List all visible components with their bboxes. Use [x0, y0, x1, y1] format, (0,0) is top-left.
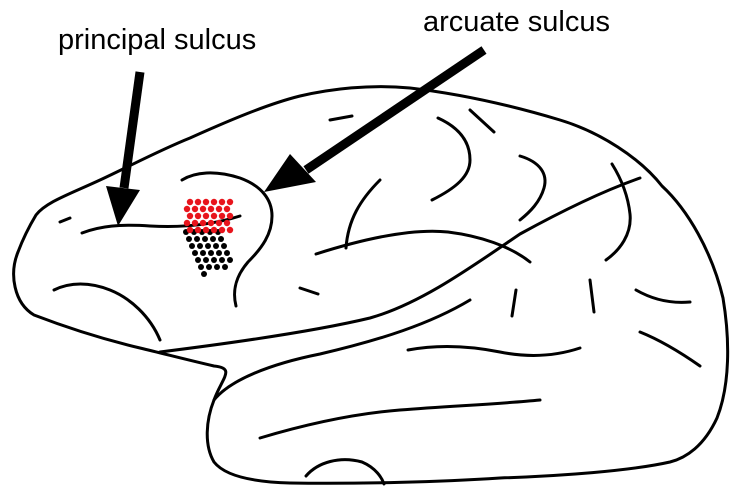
recording-site-black: [205, 243, 211, 249]
central-sulcus: [432, 118, 470, 200]
cortex-outline: [14, 87, 728, 484]
recording-site-black: [221, 243, 227, 249]
recording-site-black: [198, 264, 204, 270]
occipital-sulcus: [636, 290, 690, 302]
principal-sulcus-label: principal sulcus: [58, 26, 256, 55]
lunate-sulcus: [606, 164, 630, 260]
temporal-lobe-boundary: [214, 300, 470, 400]
recording-site-red: [200, 206, 206, 212]
recording-site-black: [194, 236, 200, 242]
recording-site-red: [203, 213, 209, 219]
orbital-sulcus: [54, 284, 160, 340]
recording-site-black: [192, 250, 198, 256]
recording-site-black: [200, 250, 206, 256]
recording-site-black: [218, 236, 224, 242]
minor-sulcus-4: [512, 290, 516, 316]
recording-site-red: [203, 199, 209, 205]
recording-site-black: [211, 257, 217, 263]
recording-site-black: [195, 257, 201, 263]
recording-site-black: [216, 250, 222, 256]
recording-site-black: [206, 264, 212, 270]
recording-site-red: [227, 199, 233, 205]
recording-site-red: [211, 199, 217, 205]
minor-sulcus-2: [60, 218, 70, 222]
recording-site-red: [219, 213, 225, 219]
recording-site-red: [192, 220, 198, 226]
recording-site-red: [227, 227, 233, 233]
recording-site-red: [184, 206, 190, 212]
postcentral-sulcus: [520, 156, 545, 220]
recording-site-black: [222, 264, 228, 270]
recording-site-red: [200, 220, 206, 226]
recording-site-red: [211, 227, 217, 233]
recording-site-red: [195, 213, 201, 219]
recording-site-red: [187, 213, 193, 219]
recording-site-black: [227, 257, 233, 263]
recording-site-black: [202, 236, 208, 242]
recording-site-red: [208, 220, 214, 226]
recording-site-black: [210, 236, 216, 242]
recording-site-red: [219, 227, 225, 233]
recording-site-red: [208, 206, 214, 212]
recording-site-black: [186, 236, 192, 242]
recording-site-black: [214, 264, 220, 270]
recording-site-red: [187, 227, 193, 233]
recording-site-black: [201, 271, 207, 277]
minor-sulcus-6: [470, 110, 494, 132]
inferior-occipital-sulcus: [640, 332, 700, 366]
minor-sulcus-1: [330, 116, 352, 120]
recording-site-black: [203, 257, 209, 263]
recording-site-black: [197, 243, 203, 249]
recording-site-red: [211, 213, 217, 219]
recording-site-red: [195, 227, 201, 233]
recording-site-red: [227, 213, 233, 219]
principal-arrow: [106, 72, 140, 226]
recording-site-red: [192, 206, 198, 212]
recording-site-red: [216, 220, 222, 226]
recording-site-red: [184, 220, 190, 226]
arrow-down-icon: [106, 186, 140, 226]
recording-site-red: [195, 199, 201, 205]
recording-site-black: [213, 243, 219, 249]
arcuate-arrow: [264, 50, 484, 192]
recording-site-red: [187, 199, 193, 205]
recording-site-red: [203, 227, 209, 233]
recording-site-red: [219, 199, 225, 205]
occipitotemporal-sulcus: [306, 460, 384, 484]
recording-site-red: [224, 206, 230, 212]
recording-site-red: [224, 220, 230, 226]
minor-sulcus-5: [590, 280, 594, 312]
temporal-sulcus-mid: [408, 346, 580, 355]
recording-site-black: [208, 250, 214, 256]
minor-sulcus-3: [300, 288, 318, 294]
temporal-sulcus-lower: [260, 400, 540, 438]
arcuate-sulcus-label: arcuate sulcus: [423, 8, 610, 37]
recording-site-red: [216, 206, 222, 212]
recording-site-black: [224, 250, 230, 256]
recording-site-black: [189, 243, 195, 249]
recording-site-black: [219, 257, 225, 263]
recording-sites: [183, 199, 233, 277]
